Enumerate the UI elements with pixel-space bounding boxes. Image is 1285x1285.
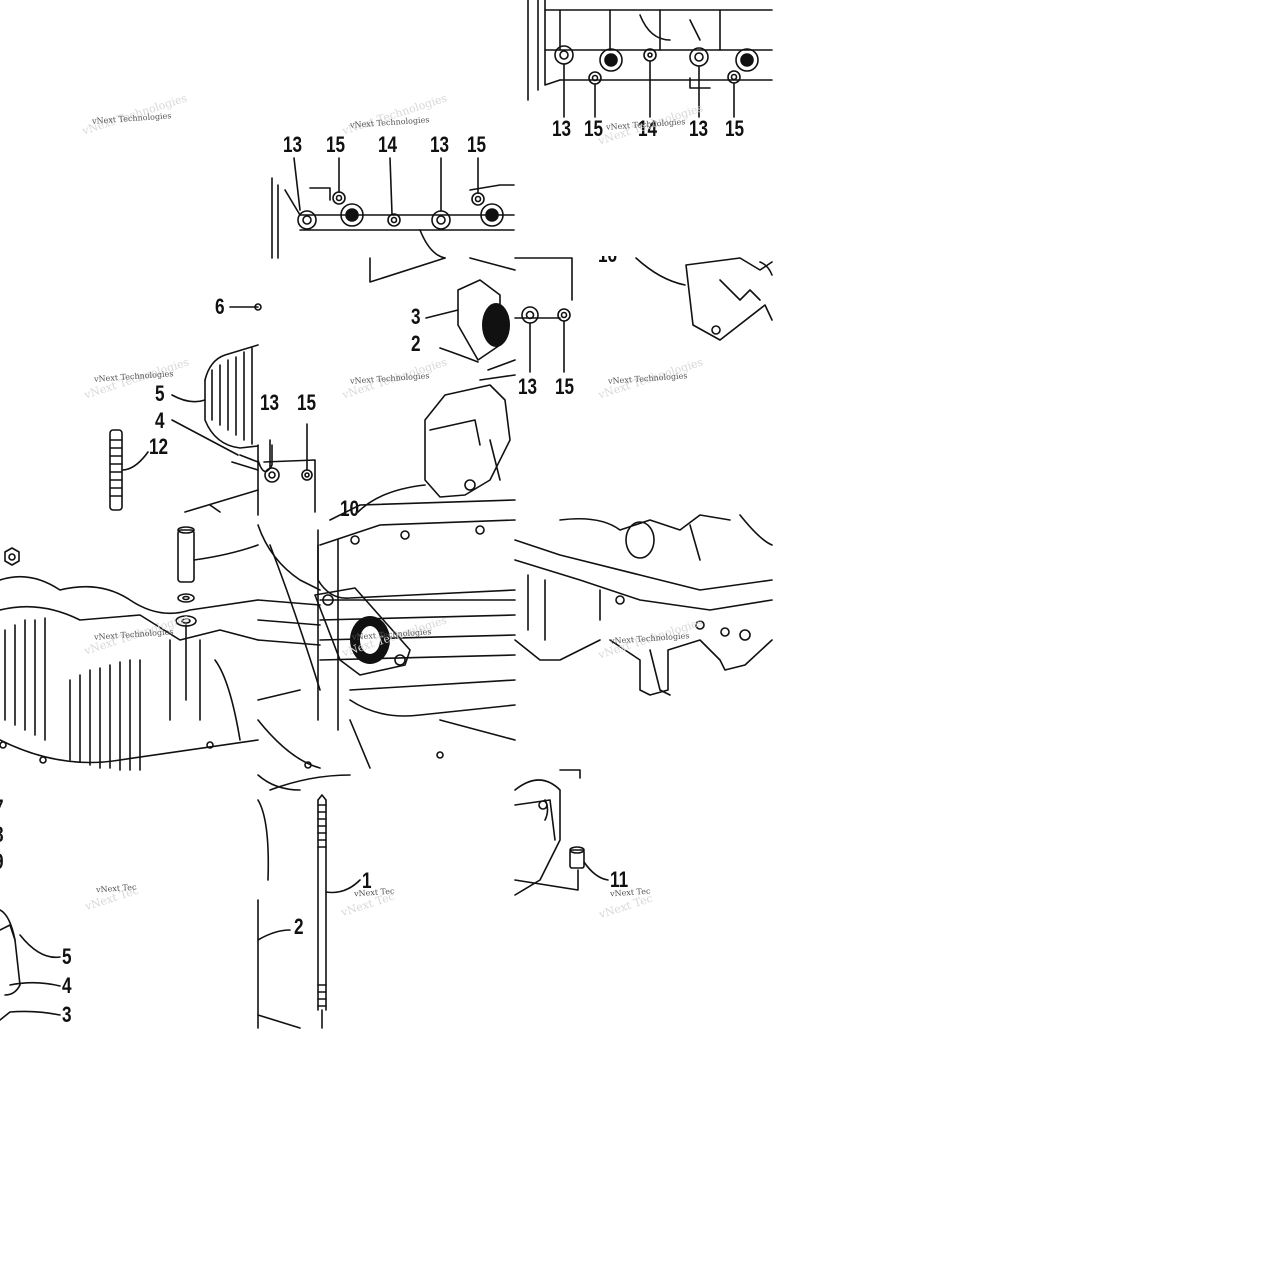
callout-13: 13 — [283, 132, 303, 157]
callout-5: 5 — [62, 944, 72, 969]
callout-4: 4 — [155, 408, 165, 433]
callout-14: 14 — [638, 116, 658, 141]
cylinder-head-mid-left — [109, 303, 262, 513]
callout-15: 15 — [297, 390, 317, 415]
callout-2: 2 — [294, 914, 304, 939]
callout-15: 15 — [725, 116, 745, 141]
long-stud-bottom-mid — [257, 774, 361, 1029]
callout-13: 13 — [552, 116, 572, 141]
callout-15: 15 — [467, 132, 487, 157]
callout-12: 12 — [149, 434, 169, 459]
callout-1: 1 — [362, 868, 372, 893]
callout-7: 7 — [0, 797, 4, 819]
callout-13: 13 — [689, 116, 709, 141]
callout-3: 3 — [62, 1002, 72, 1027]
callout-10: 10 — [340, 496, 360, 521]
cylinder-center — [257, 257, 516, 731]
callout-15: 15 — [584, 116, 604, 141]
callout-16: 16 — [598, 242, 618, 267]
crankcase-cover-top-right — [527, 0, 773, 118]
cylinder-block-center — [257, 519, 516, 769]
crankcase-bottom-right — [514, 769, 609, 896]
callout-3: 3 — [411, 304, 421, 329]
callout-11: 11 — [610, 867, 629, 892]
callout-2: 2 — [411, 331, 421, 356]
callout-6: 6 — [215, 294, 225, 319]
callout-5: 5 — [155, 381, 165, 406]
callout-14: 14 — [378, 132, 398, 157]
callout-15: 15 — [555, 374, 575, 399]
callout-13: 13 — [518, 374, 538, 399]
crankcase-right — [514, 514, 773, 696]
callout-9: 9 — [0, 851, 4, 873]
callout-8: 8 — [0, 824, 4, 846]
callout-13: 13 — [260, 390, 280, 415]
callout-13: 13 — [430, 132, 450, 157]
callout-15: 15 — [326, 132, 346, 157]
head-assembly-lower-left — [0, 526, 259, 771]
head-cover-bottom-left — [0, 909, 61, 1021]
callout-4: 4 — [62, 973, 72, 998]
crankcase-cover-top-mid — [271, 157, 515, 283]
bracket-mid-right — [514, 257, 773, 373]
